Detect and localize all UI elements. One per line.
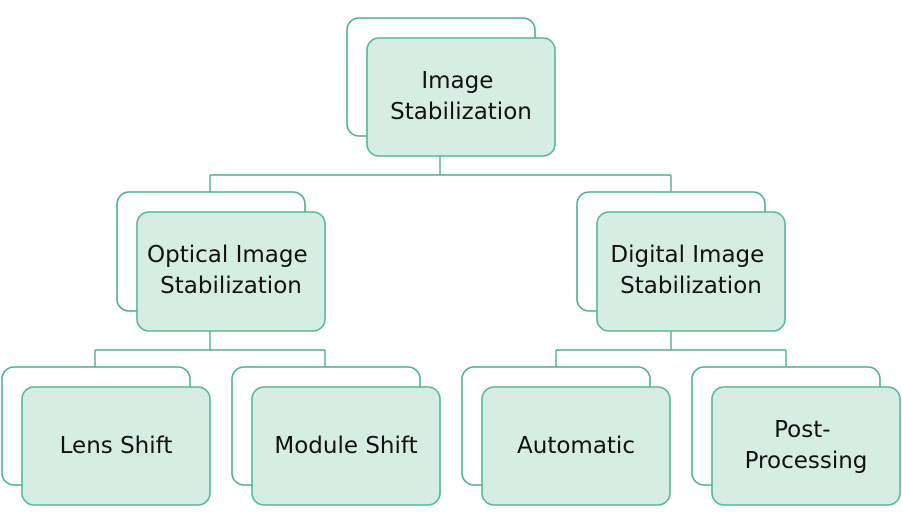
- node-image-stabilization-label: Image Stabilization: [390, 68, 532, 125]
- node-optical-image-stabilization-label: Optical Image Stabilization: [147, 242, 315, 299]
- node-digital-image-stabilization-label: Digital Image Stabilization: [610, 242, 771, 299]
- node-post-processing: Post- Processing: [691, 366, 901, 506]
- node-optical-image-stabilization: Optical Image Stabilization: [116, 191, 326, 332]
- node-lens-shift-label: Lens Shift: [60, 433, 173, 459]
- node-image-stabilization: Image Stabilization: [346, 17, 556, 157]
- node-module-shift: Module Shift: [231, 366, 441, 506]
- node-automatic: Automatic: [461, 366, 671, 506]
- node-post-processing-label: Post- Processing: [745, 417, 868, 474]
- node-module-shift-label: Module Shift: [274, 433, 417, 459]
- node-lens-shift: Lens Shift: [1, 366, 211, 506]
- node-digital-image-stabilization: Digital Image Stabilization: [576, 191, 786, 332]
- node-automatic-label: Automatic: [517, 433, 635, 459]
